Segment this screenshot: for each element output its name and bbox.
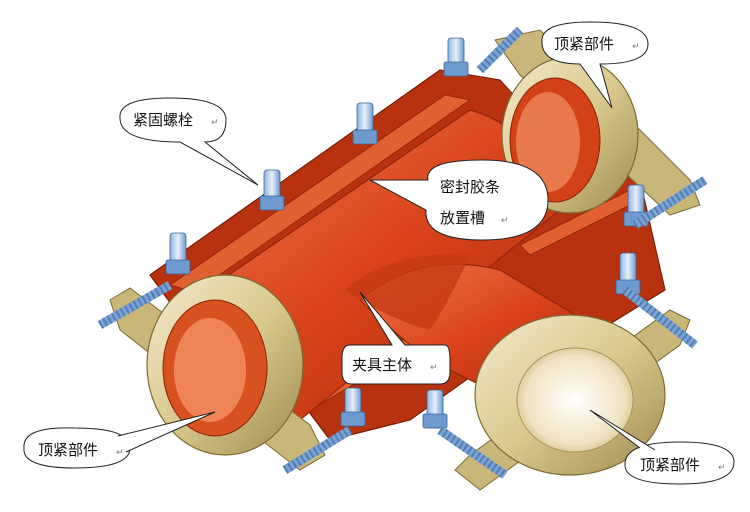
paragraph-mark: ↵	[632, 42, 640, 52]
callout-bottom-right-label: 顶紧部件	[640, 456, 700, 474]
paragraph-mark: ↵	[718, 463, 726, 473]
callout-top-right: 顶紧部件 ↵	[541, 21, 649, 109]
threaded-rod-top	[476, 26, 524, 74]
callout-top-right-label: 顶紧部件	[554, 35, 614, 53]
threaded-rod-lower-right	[622, 286, 698, 349]
callout-groove-line1: 密封胶条	[440, 178, 500, 196]
bolt-vertical-1	[443, 37, 469, 77]
threaded-rod-bottom-right	[437, 426, 508, 479]
bolt-vertical-2	[352, 102, 378, 145]
bolt-vertical-8	[422, 389, 448, 429]
bolt-vertical-4	[165, 232, 191, 275]
bolt-vertical-3	[259, 169, 285, 211]
paragraph-mark: ↵	[211, 118, 219, 128]
callout-bolt-label: 紧固螺栓	[133, 111, 193, 129]
paragraph-mark: ↵	[116, 448, 124, 458]
bolt-group	[97, 26, 708, 479]
callout-bottom-left-label: 顶紧部件	[38, 441, 98, 459]
callout-bottom-left: 顶紧部件 ↵	[23, 411, 216, 469]
callout-bolt: 紧固螺栓 ↵	[119, 97, 259, 186]
callout-groove: 密封胶条 放置槽 ↵	[369, 159, 549, 241]
callout-body-label: 夹具主体	[352, 356, 412, 374]
paragraph-mark: ↵	[430, 363, 438, 373]
threaded-rod-left	[97, 281, 173, 329]
bolt-vertical-7	[340, 387, 366, 427]
callout-body: 夹具主体 ↵	[341, 291, 451, 385]
threaded-rod-bottom-left	[282, 426, 353, 474]
paragraph-mark: ↵	[501, 216, 509, 226]
clamp-ring-bottom-left	[109, 274, 326, 471]
callout-groove-line2: 放置槽	[440, 209, 485, 227]
callout-bottom-right: 顶紧部件 ↵	[589, 409, 735, 485]
threaded-rod-right	[632, 176, 708, 229]
clamp-ring-bottom-right	[454, 309, 691, 491]
